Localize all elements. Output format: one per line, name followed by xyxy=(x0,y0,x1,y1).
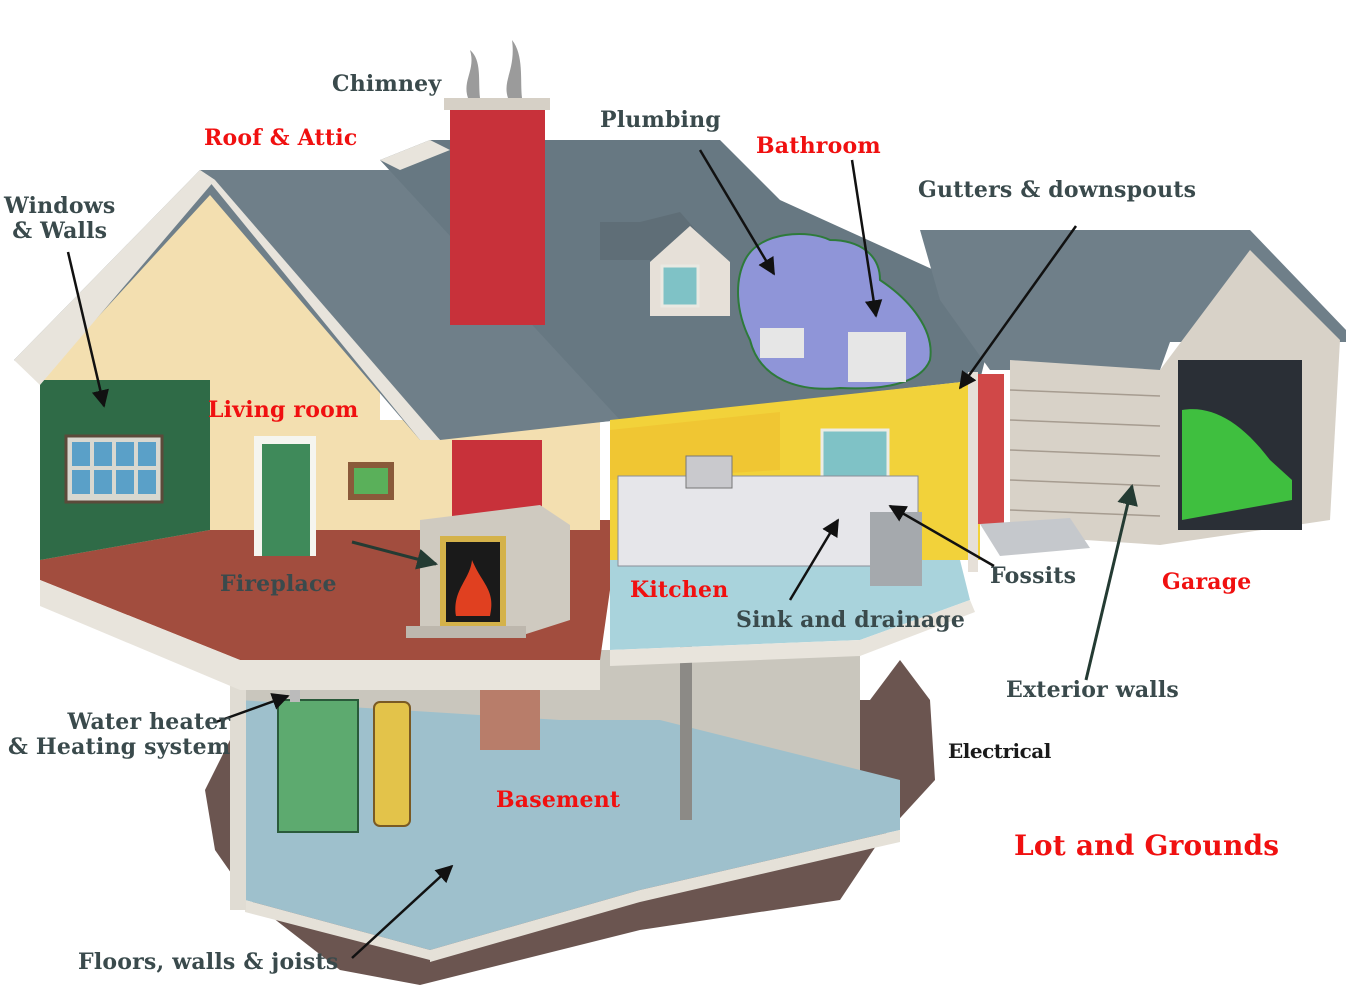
windows-walls-section xyxy=(40,190,210,560)
downspout xyxy=(968,372,978,572)
chimney-label: Chimney xyxy=(332,71,442,97)
kitchen-room xyxy=(610,380,980,586)
garage xyxy=(920,230,1346,556)
bathroom-label: Bathroom xyxy=(756,133,881,159)
lot-grounds-label: Lot and Grounds xyxy=(1014,829,1280,862)
fireplace xyxy=(406,505,570,638)
fossits-label: Fossits xyxy=(990,563,1077,589)
bathroom-highlight xyxy=(737,233,932,390)
chimney xyxy=(444,40,550,520)
water-heater-label: Water heater & Heating system xyxy=(8,709,231,761)
basement-label: Basement xyxy=(496,787,621,813)
windows-walls-label: Windows & Walls xyxy=(4,193,116,245)
gutters-downspouts-label: Gutters & downspouts xyxy=(918,177,1197,203)
exterior-walls-label: Exterior walls xyxy=(1006,677,1180,703)
dormer xyxy=(600,212,730,316)
living-room-label: Living room xyxy=(208,397,359,423)
fireplace-label: Fireplace xyxy=(220,571,337,597)
floors-walls-joists-label: Floors, walls & joists xyxy=(78,949,339,975)
electrical-label: Electrical xyxy=(948,739,1051,763)
roof-attic-label: Roof & Attic xyxy=(204,125,358,151)
plumbing-label: Plumbing xyxy=(600,107,721,133)
pointer-arrows xyxy=(66,149,1078,959)
sink-drainage-label: Sink and drainage xyxy=(736,607,966,633)
garage-label: Garage xyxy=(1162,569,1252,595)
kitchen-label: Kitchen xyxy=(630,577,729,603)
